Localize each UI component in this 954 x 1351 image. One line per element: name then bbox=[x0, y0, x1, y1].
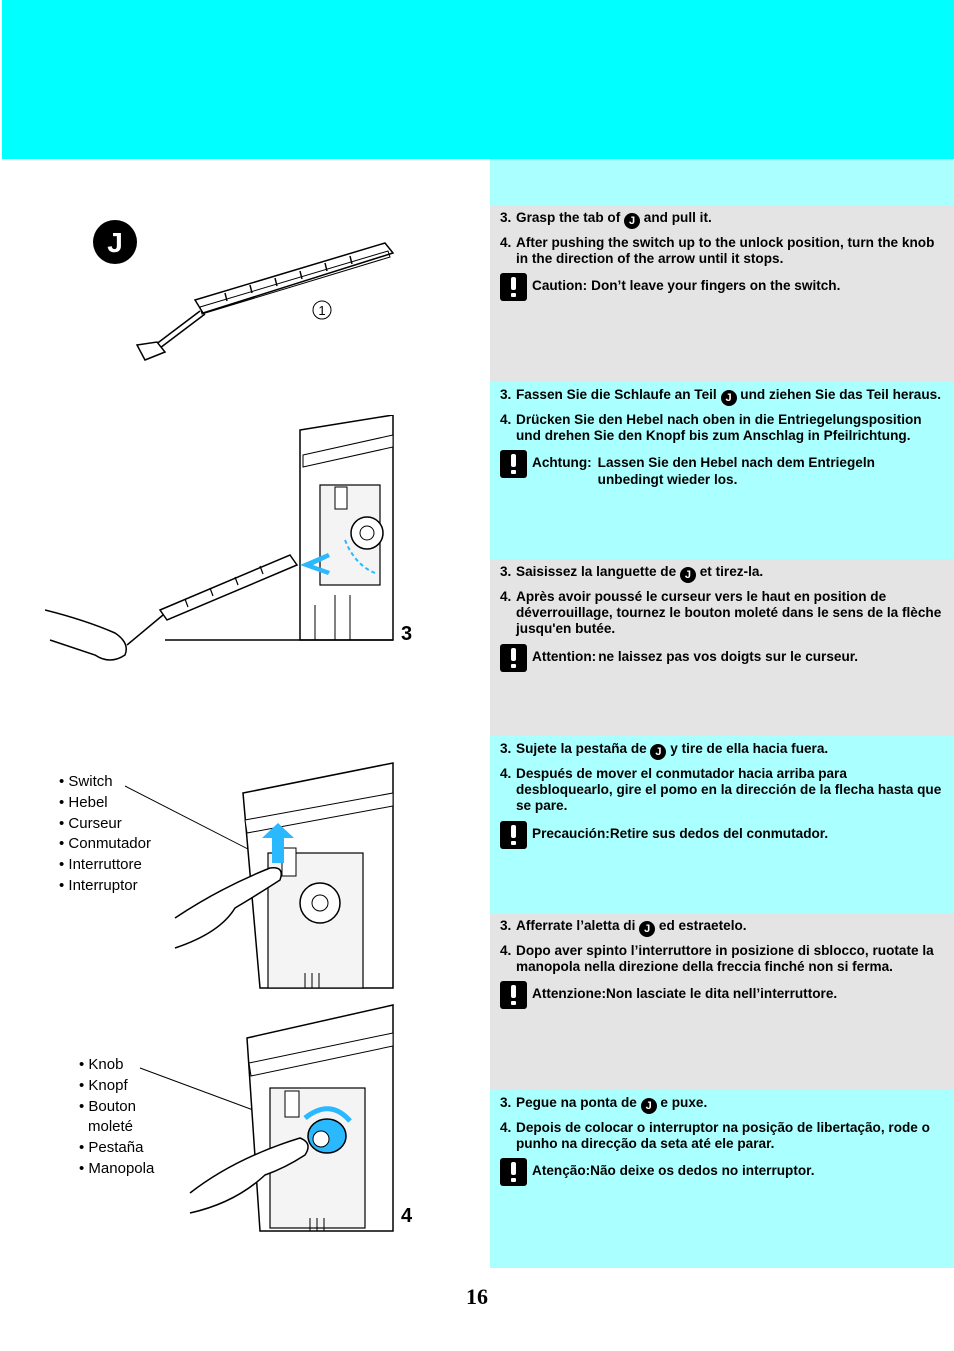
caution-note: Achtung:Lassen Sie den Hebel nach dem En… bbox=[500, 450, 944, 487]
step-3: 3.Pegue na ponta de J e puxe. bbox=[500, 1095, 708, 1114]
callout-number: 1 bbox=[318, 303, 325, 318]
step-3: 3.Fassen Sie die Schlaufe an Teil J und … bbox=[500, 387, 941, 406]
lang-spanish: 3.Sujete la pestaña de J y tire de ella … bbox=[490, 736, 954, 913]
switch-label: • Interruptor bbox=[59, 876, 138, 894]
knob-label: • Knob bbox=[79, 1056, 124, 1073]
knob-label: • Knopf bbox=[79, 1076, 128, 1094]
step-3: 3.Afferrate l’aletta di J ed estraetelo. bbox=[500, 918, 747, 937]
knob-label: • Manopola bbox=[79, 1159, 155, 1177]
step-4: 4.Después de mover el conmutador hacia a… bbox=[500, 766, 942, 814]
header-band bbox=[2, 0, 954, 159]
lang-portuguese: 3.Pegue na ponta de J e puxe. 4.Depois d… bbox=[490, 1090, 954, 1268]
step3-illustration bbox=[44, 414, 395, 670]
switch-label: • Conmutador bbox=[59, 835, 151, 853]
switch-label: • Switch bbox=[59, 773, 113, 790]
step-4: 4.Dopo aver spinto l’interruttore in pos… bbox=[500, 943, 934, 975]
caution-icon bbox=[500, 820, 527, 849]
part-j-icon: J bbox=[639, 921, 656, 937]
caution-icon bbox=[500, 1158, 527, 1187]
part-j-icon: J bbox=[624, 213, 641, 229]
part-j-illustration: J 1 bbox=[85, 215, 405, 375]
step-3: 3.Saisissez la languette de J et tirez-l… bbox=[500, 564, 764, 583]
caution-note: Atenção:Não deixe os dedos no interrupto… bbox=[500, 1158, 944, 1187]
step-3: 3.Sujete la pestaña de J y tire de ella … bbox=[500, 741, 829, 760]
knob-label: • Pestaña bbox=[79, 1139, 144, 1157]
caution-icon bbox=[500, 981, 527, 1010]
caution-icon bbox=[500, 450, 527, 479]
figure-step-3: 3 bbox=[401, 623, 413, 645]
knob-illustration bbox=[135, 1003, 395, 1233]
part-j-icon: J bbox=[650, 744, 667, 760]
caution-icon bbox=[500, 273, 527, 302]
figure-step-4: 4 bbox=[401, 1205, 413, 1227]
knob-label: • Bouton moleté bbox=[79, 1097, 136, 1136]
caution-icon bbox=[500, 643, 527, 672]
lang-english: 3.Grasp the tab of J and pull it. 4.Afte… bbox=[490, 205, 954, 382]
caution-note: Attenzione:Non lasciate le dita nell’int… bbox=[500, 981, 944, 1010]
lang-german: 3.Fassen Sie die Schlaufe an Teil J und … bbox=[490, 382, 954, 559]
caution-note: Attention:ne laissez pas vos doigts sur … bbox=[500, 643, 944, 672]
caution-note: Precaución:Retire sus dedos del conmutad… bbox=[500, 820, 944, 849]
switch-illustration bbox=[120, 758, 395, 990]
step-4: 4.Drücken Sie den Hebel nach oben in die… bbox=[500, 412, 922, 444]
part-j-badge: J bbox=[107, 227, 123, 258]
caution-note: Caution:Don’t leave your fingers on the … bbox=[500, 273, 944, 302]
lang-french: 3.Saisissez la languette de J et tirez-l… bbox=[490, 559, 954, 736]
part-j-icon: J bbox=[679, 567, 696, 583]
step-4: 4.Depois de colocar o interruptor na pos… bbox=[500, 1120, 930, 1152]
switch-label: • Curseur bbox=[59, 814, 122, 832]
switch-label: • Hebel bbox=[59, 793, 108, 811]
step-4: 4.Après avoir poussé le curseur vers le … bbox=[500, 589, 942, 637]
step-3: 3.Grasp the tab of J and pull it. bbox=[500, 210, 712, 229]
switch-labels: • Switch • Hebel • Curseur • Conmutador … bbox=[59, 772, 151, 897]
part-j-icon: J bbox=[640, 1098, 657, 1114]
step-4: 4.After pushing the switch up to the unl… bbox=[500, 235, 935, 267]
column-header-band bbox=[490, 159, 954, 205]
switch-label: • Interruttore bbox=[59, 856, 142, 874]
knob-labels: • Knob • Knopf • Bouton moleté • Pestaña… bbox=[79, 1055, 158, 1180]
lang-italian: 3.Afferrate l’aletta di J ed estraetelo.… bbox=[490, 913, 954, 1090]
instructions-column: 3.Grasp the tab of J and pull it. 4.Afte… bbox=[490, 159, 954, 1268]
part-j-icon: J bbox=[720, 390, 737, 406]
page-number: 16 bbox=[466, 1284, 488, 1309]
